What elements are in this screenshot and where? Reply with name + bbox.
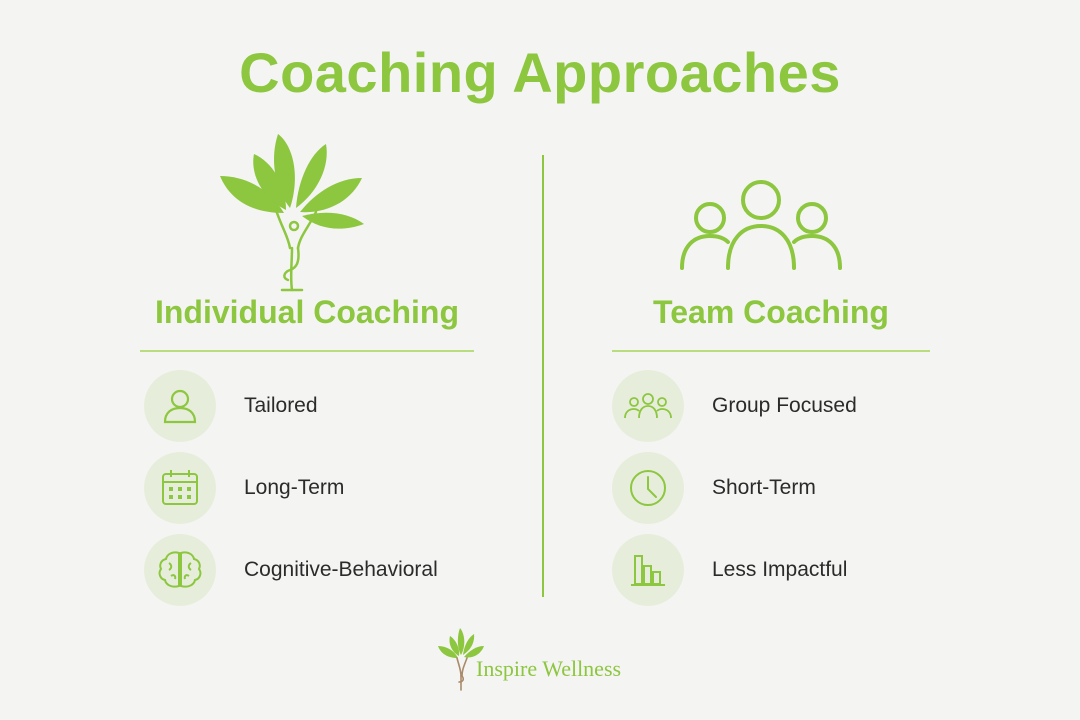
tree-person-icon (220, 134, 364, 292)
individual-coaching-heading: Individual Coaching (154, 294, 459, 330)
group-small-icon (612, 370, 684, 442)
heading-underline (612, 350, 930, 352)
feature-label: Tailored (244, 394, 318, 417)
feature-less-impactful: Less Impactful (612, 534, 942, 606)
feature-label: Less Impactful (712, 558, 848, 581)
heading-underline (140, 350, 474, 352)
brain-icon (144, 534, 216, 606)
tree-logo-icon (438, 628, 484, 691)
page-title: Coaching Approaches (239, 41, 841, 104)
brand-name: Inspire Wellness (476, 656, 622, 681)
person-icon (144, 370, 216, 442)
feature-tailored: Tailored (144, 370, 474, 442)
bar-chart-icon (612, 534, 684, 606)
feature-short-term: Short-Term (612, 452, 942, 524)
calendar-icon (144, 452, 216, 524)
feature-label: Long-Term (244, 476, 345, 499)
brand-logo: Inspire Wellness (436, 624, 646, 696)
clock-icon (612, 452, 684, 524)
group-icon (680, 180, 842, 270)
team-coaching-heading: Team Coaching (653, 294, 889, 330)
feature-label: Short-Term (712, 476, 816, 499)
feature-cognitive-behavioral: Cognitive-Behavioral (144, 534, 474, 606)
column-divider (542, 155, 544, 597)
feature-long-term: Long-Term (144, 452, 474, 524)
feature-group-focused: Group Focused (612, 370, 942, 442)
feature-label: Group Focused (712, 394, 857, 417)
feature-label: Cognitive-Behavioral (244, 558, 438, 581)
